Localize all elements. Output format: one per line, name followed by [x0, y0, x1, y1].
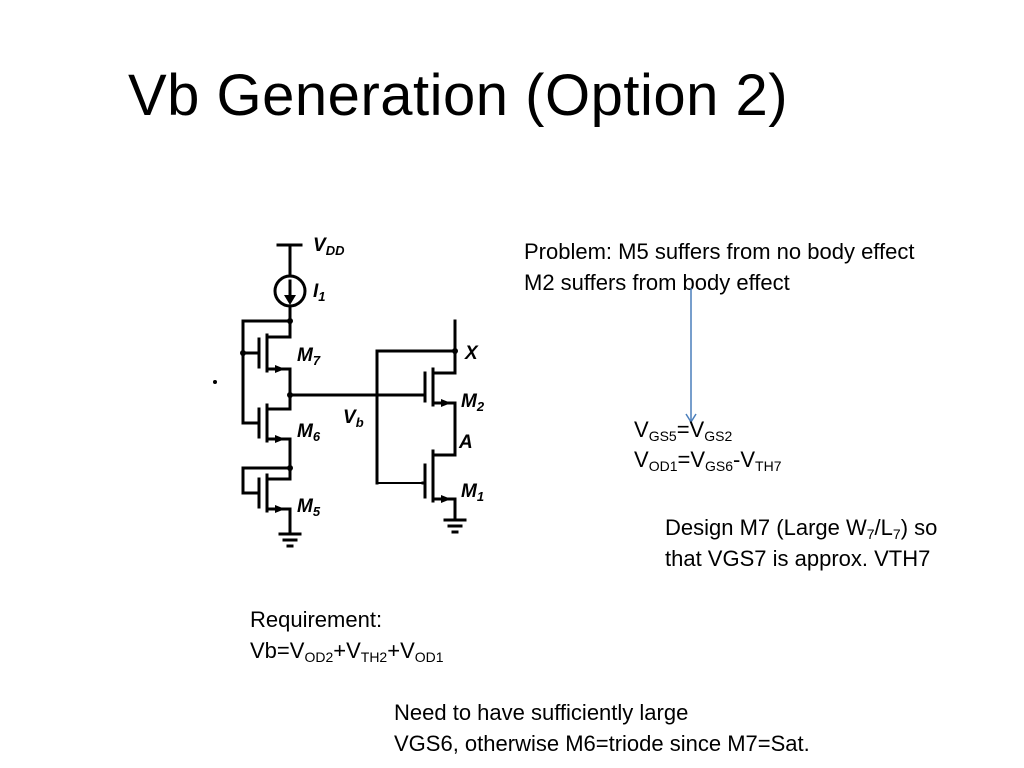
vdd-label: VDD	[313, 235, 345, 258]
down-arrow-icon	[685, 288, 697, 424]
m2-label: M2	[461, 391, 485, 414]
problem-line-2: M2 suffers from body effect	[524, 270, 790, 295]
m5-gate-tie	[241, 466, 292, 495]
requirement-label: Requirement:	[250, 607, 383, 632]
m7-arrow-icon	[275, 365, 285, 373]
design-line-1: Design M7 (Large W7/L7) so	[665, 515, 938, 542]
m2-arrow-icon	[441, 399, 451, 407]
i1-label: I1	[313, 281, 326, 304]
m5-label: M5	[297, 496, 321, 519]
m1-label: M1	[461, 481, 484, 504]
m1-gate-wire	[375, 349, 457, 485]
m7-label: M7	[297, 345, 321, 368]
circuit-schematic: VDD I1 M7 Vb M6 M5 X M2 A	[213, 235, 485, 548]
vb-label: Vb	[343, 407, 364, 430]
m1-arrow-icon	[441, 495, 451, 503]
need-line-2: VGS6, otherwise M6=triode since M7=Sat.	[394, 731, 810, 756]
current-source-arrow-icon	[284, 295, 296, 305]
requirement-equation: Vb=VOD2+VTH2+VOD1	[250, 638, 444, 665]
stray-dot	[213, 380, 217, 384]
m5-arrow-icon	[275, 505, 285, 513]
slide-title: Vb Generation (Option 2)	[128, 63, 789, 128]
design-line-2: that VGS7 is approx. VTH7	[665, 546, 931, 571]
problem-line-1: Problem: M5 suffers from no body effect	[524, 239, 915, 264]
equation-vgs: VGS5=VGS2	[634, 417, 733, 444]
m6-arrow-icon	[275, 435, 285, 443]
m6-label: M6	[297, 421, 321, 444]
need-line-1: Need to have sufficiently large	[394, 700, 689, 725]
x-label: X	[464, 343, 479, 364]
equation-vod: VOD1=VGS6-VTH7	[634, 447, 782, 474]
a-label: A	[458, 432, 473, 453]
